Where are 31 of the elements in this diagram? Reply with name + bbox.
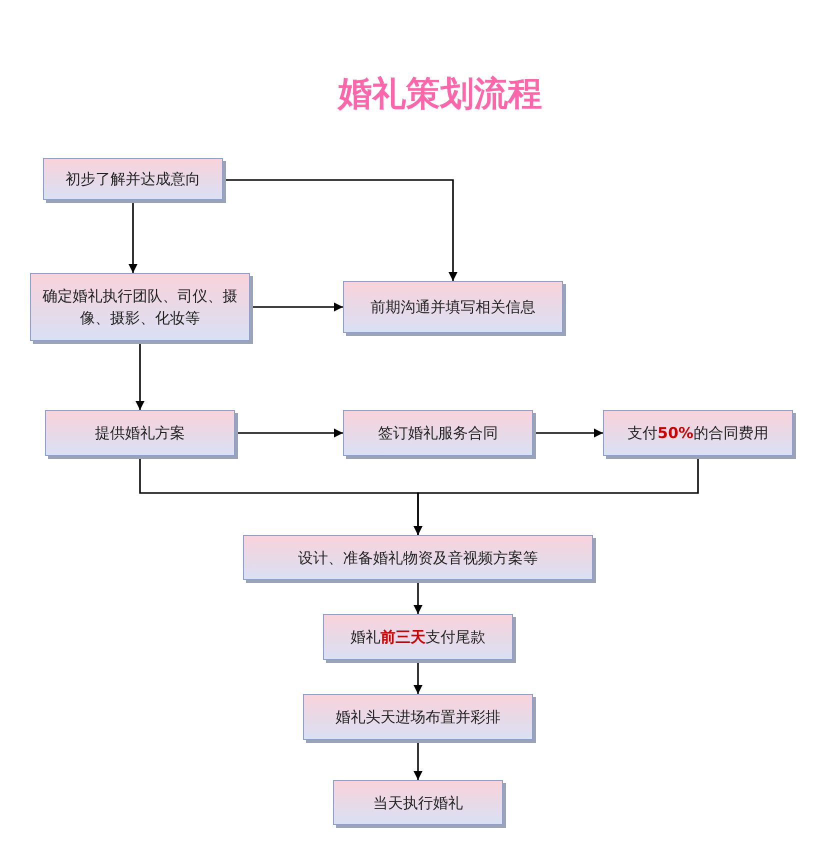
arrow [235,428,343,438]
arrow [414,660,422,694]
step-text: 当天执行婚礼 [373,792,463,814]
step-text: 婚礼前三天支付尾款 [350,627,486,648]
arrow [414,580,422,614]
arrow [250,302,343,312]
arrow [136,341,144,410]
process-box [343,281,563,333]
process-box [343,410,533,456]
process-box [323,614,513,660]
process-box [45,410,235,456]
step-text: 设计、准备婚礼物资及音视频方案等 [298,548,538,568]
step-text: 前期沟通并填写相关信息 [370,297,536,318]
step-text: 支付50%的合同费用 [628,423,768,444]
step-text: 提供婚礼方案 [95,423,185,444]
arrow [223,179,458,281]
arrow [128,200,138,273]
step-text: 初步了解并达成意向 [66,169,200,190]
process-box [603,410,793,456]
process-box [243,535,593,580]
diagram-title: 婚礼策划流程 [336,73,543,116]
process-box [43,158,223,200]
step-text: 婚礼头天进场布置并彩排 [336,707,500,728]
process-box [30,273,250,341]
step-text: 签订婚礼服务合同 [378,423,498,444]
arrow [414,456,699,535]
arrow [414,740,422,780]
process-box [303,694,533,740]
arrow [533,428,603,438]
step-text: 确定婚礼执行团队、司仪、摄像、摄影、化妆等 [42,286,238,329]
process-box [333,780,503,825]
